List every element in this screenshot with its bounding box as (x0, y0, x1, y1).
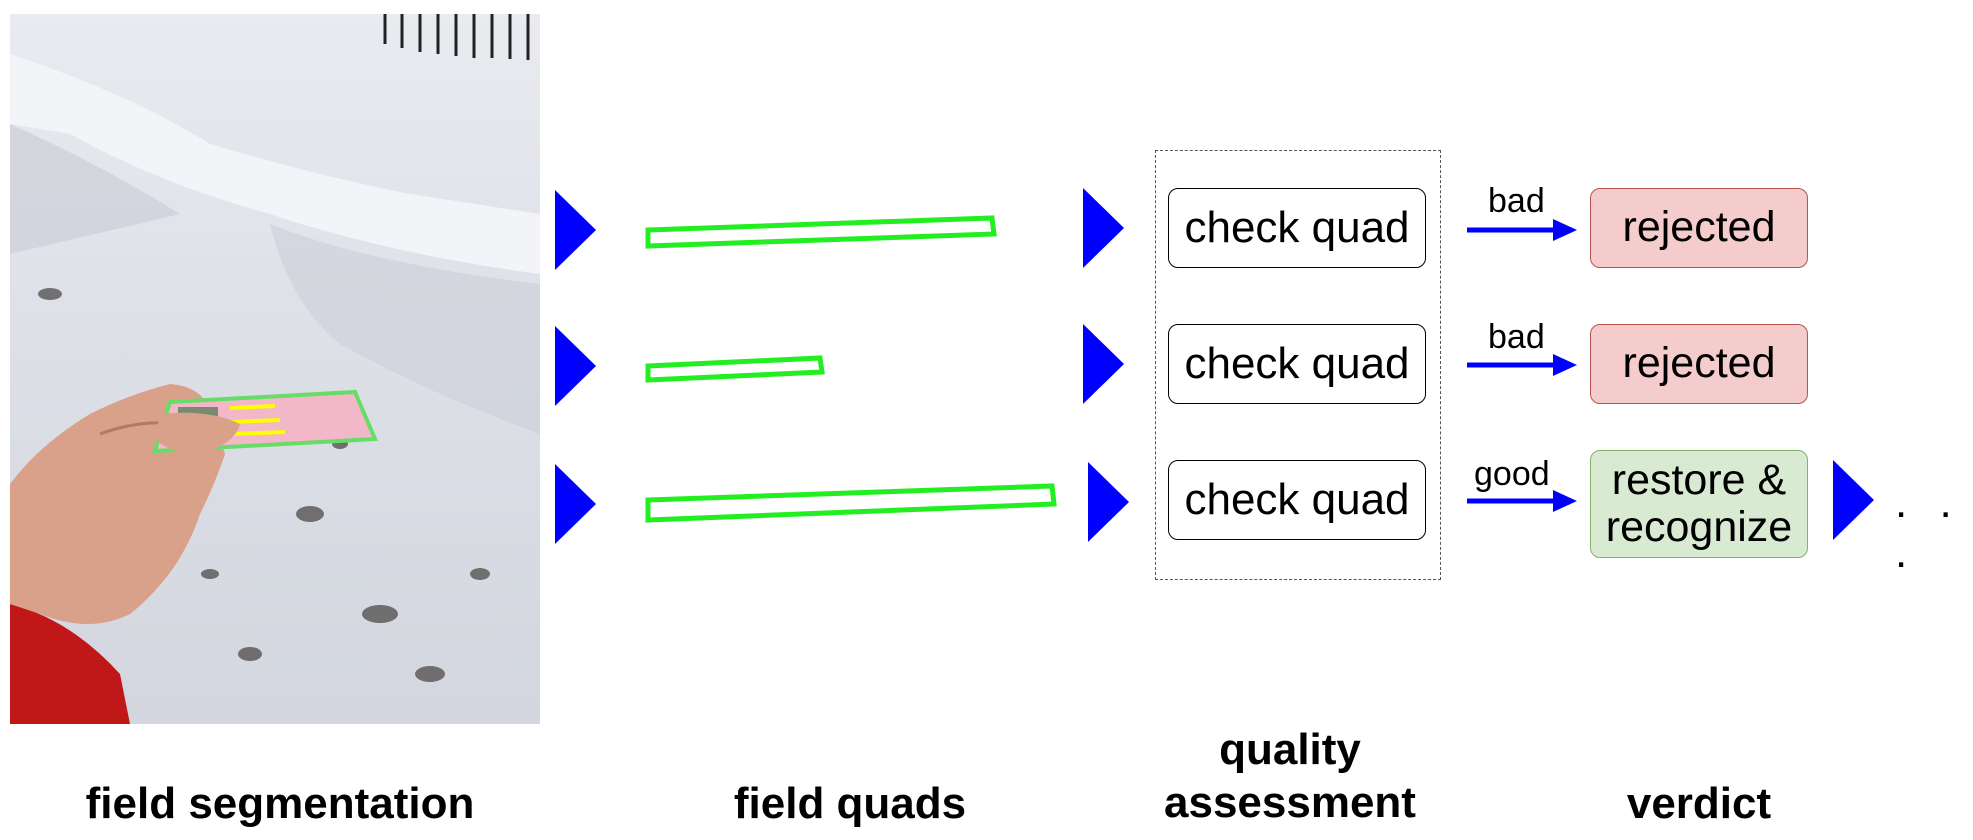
edge-label: bad (1488, 318, 1545, 356)
check-quad-box: check quad (1168, 188, 1426, 268)
arrow-right-icon (555, 326, 596, 406)
arrow-right-icon (555, 464, 596, 544)
arrow-right-icon (1083, 324, 1124, 404)
arrow-right-icon (1088, 462, 1129, 542)
check-quad-box: check quad (1168, 324, 1426, 404)
arrow-right-icon (1833, 460, 1874, 540)
check-quad-label: check quad (1184, 475, 1410, 524)
field-quad-outline (645, 483, 1057, 523)
edge-arrow (1467, 354, 1577, 376)
verdict-rejected-box: rejected (1590, 324, 1808, 404)
arrow-right-icon (555, 190, 596, 270)
verdict-restore-box: restore & recognize (1590, 450, 1808, 558)
caption-quality-assessment: quality assessment (1164, 725, 1416, 827)
field-quad-outline (645, 215, 997, 249)
verdict-label: rejected (1622, 339, 1776, 388)
verdict-label: restore & recognize (1605, 455, 1793, 551)
edge-label: good (1474, 455, 1550, 493)
quality-assessment-group (1155, 150, 1441, 580)
arrow-right-icon (1083, 188, 1124, 268)
edge-label: bad (1488, 182, 1545, 220)
continuation-ellipsis: . . . (1895, 478, 1962, 577)
field-quad-outline (645, 355, 825, 383)
check-quad-label: check quad (1184, 203, 1410, 252)
caption-verdict: verdict (1626, 779, 1772, 828)
caption-field-segmentation: field segmentation (85, 779, 475, 828)
edge-arrow (1467, 490, 1577, 512)
check-quad-label: check quad (1184, 339, 1410, 388)
verdict-label: rejected (1622, 203, 1776, 252)
edge-arrow (1467, 219, 1577, 241)
caption-field-quads: field quads (733, 779, 967, 828)
document-photo (10, 14, 540, 724)
check-quad-box: check quad (1168, 460, 1426, 540)
verdict-rejected-box: rejected (1590, 188, 1808, 268)
